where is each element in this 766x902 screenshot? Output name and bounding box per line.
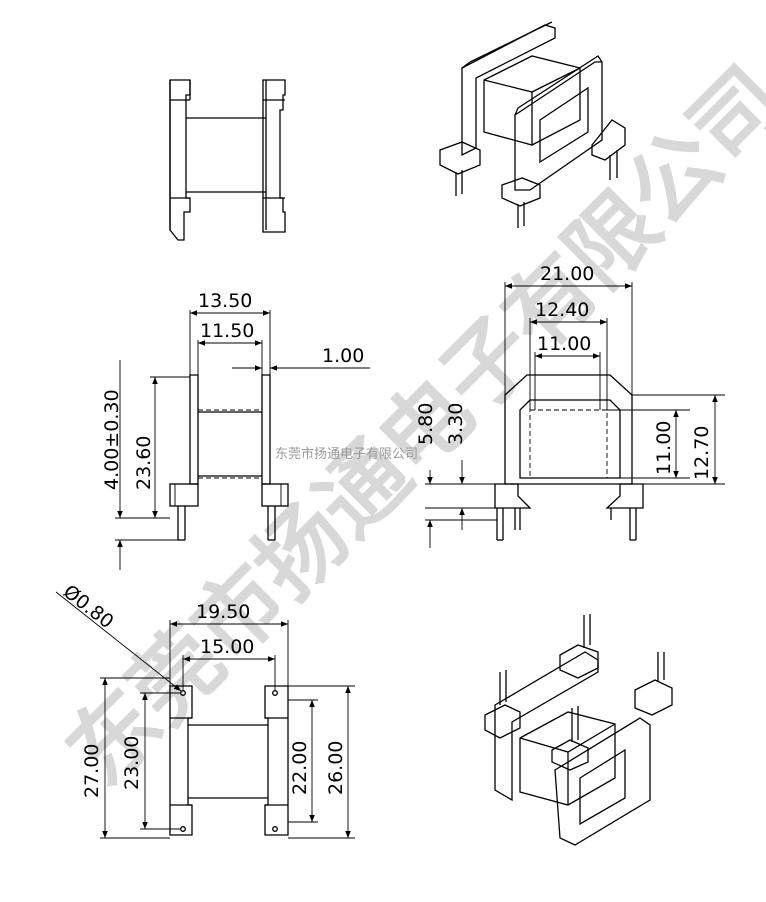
dim-side-outer-height: 12.70 bbox=[691, 426, 713, 480]
dim-bottom-pin-diameter: Ø0.80 bbox=[59, 581, 118, 634]
top-view bbox=[169, 79, 286, 241]
iso-view-top bbox=[439, 21, 626, 228]
dim-side-window-inner: 11.00 bbox=[537, 333, 591, 355]
dim-bottom-overall-length: 27.00 bbox=[81, 744, 103, 798]
dim-bottom-pin-pitch-y: 22.00 bbox=[289, 741, 311, 795]
dim-side-base-height: 5.80 bbox=[415, 403, 437, 445]
dim-side-window-outer: 12.40 bbox=[535, 299, 589, 321]
iso-view-bottom bbox=[484, 614, 673, 846]
dim-side-overall-width: 21.00 bbox=[540, 263, 594, 285]
dim-front-overall-width: 13.50 bbox=[198, 290, 252, 312]
front-view: 13.50 11.50 1.00 4.00±0.30 23.60 bbox=[101, 290, 370, 570]
watermark-small-text: 东莞市扬通电子有限公司 bbox=[275, 446, 418, 462]
dim-front-flange: 1.00 bbox=[322, 345, 364, 367]
dim-bottom-overall-width: 19.50 bbox=[196, 601, 250, 623]
dim-bottom-pin-pitch-outer: 23.00 bbox=[121, 736, 143, 790]
dim-side-inner-height: 11.00 bbox=[653, 421, 675, 475]
dim-front-pin-length: 4.00±0.30 bbox=[101, 389, 123, 490]
dim-bottom-pin-pitch-x: 15.00 bbox=[200, 636, 254, 658]
dim-front-height: 23.60 bbox=[133, 436, 155, 490]
dim-front-inner-width: 11.50 bbox=[200, 320, 254, 342]
dim-side-pin-offset: 3.30 bbox=[445, 403, 467, 445]
side-view: 21.00 12.40 11.00 5.80 3.30 11.00 12.70 bbox=[415, 263, 725, 548]
dim-bottom-length: 26.00 bbox=[325, 741, 347, 795]
